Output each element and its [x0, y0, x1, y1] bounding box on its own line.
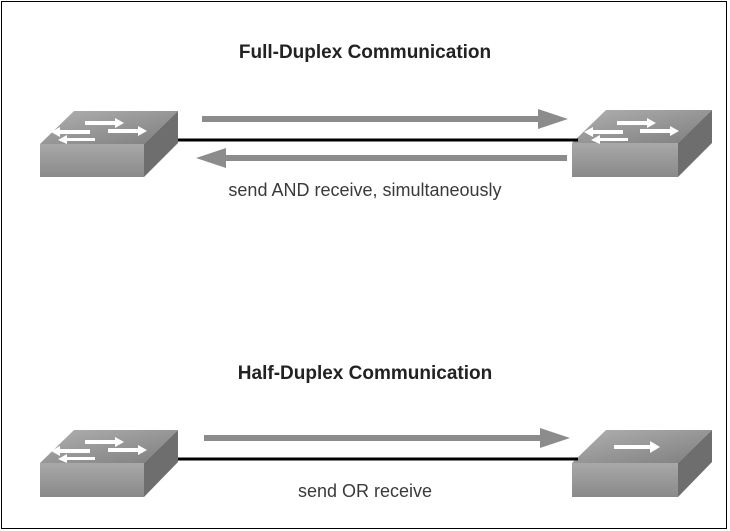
- full-receive-arrow-left-icon: [196, 148, 567, 168]
- half-left-switch-icon: [40, 430, 178, 497]
- full-right-switch-icon: [572, 110, 712, 177]
- half-duplex-caption: send OR receive: [297, 481, 433, 501]
- full-left-switch-icon: [40, 111, 178, 177]
- half-right-switch-icon: [572, 430, 712, 497]
- half-duplex-title: Half-Duplex Communication: [237, 363, 493, 384]
- half-send-arrow-right-icon: [204, 428, 570, 448]
- full-duplex-title: Full-Duplex Communication: [238, 42, 492, 63]
- full-duplex-caption: send AND receive, simultaneously: [228, 180, 502, 200]
- full-send-arrow-right-icon: [202, 109, 568, 129]
